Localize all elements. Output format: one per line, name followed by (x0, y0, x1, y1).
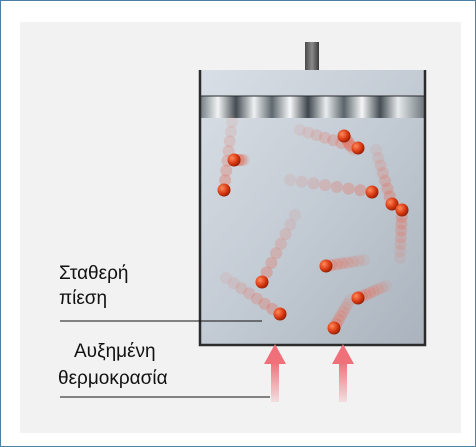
constant-pressure-label-line1: Σταθερή (59, 262, 128, 286)
gas-particle (396, 204, 409, 217)
increased-temperature-label-line2: θερμοκρασία (58, 367, 168, 391)
particle-trail-dot (354, 184, 366, 196)
gas-particle (274, 308, 287, 321)
gas-particle (352, 142, 365, 155)
gas-particle (338, 130, 351, 143)
gas-particle (366, 186, 379, 199)
gas-particle (256, 276, 269, 289)
particle-trail-dot (307, 177, 319, 189)
gas-particle (352, 292, 365, 305)
particle-trail-dot (331, 181, 343, 193)
particle-trail-dot (296, 176, 308, 188)
particle-trail-dot (319, 179, 331, 191)
gas-particle (228, 154, 241, 167)
particle-trail-dot (284, 174, 296, 186)
heat-arrow-left (264, 344, 286, 402)
gas-particle (218, 184, 231, 197)
particle-trail-dot (343, 183, 355, 195)
heat-arrow-right (332, 344, 354, 402)
piston (200, 96, 425, 118)
gas-particle (328, 322, 341, 335)
constant-pressure-label-line2: πίεση (59, 287, 107, 311)
increased-temperature-label-line1: Αυξημένη (74, 340, 156, 364)
gas-particle (320, 260, 333, 273)
